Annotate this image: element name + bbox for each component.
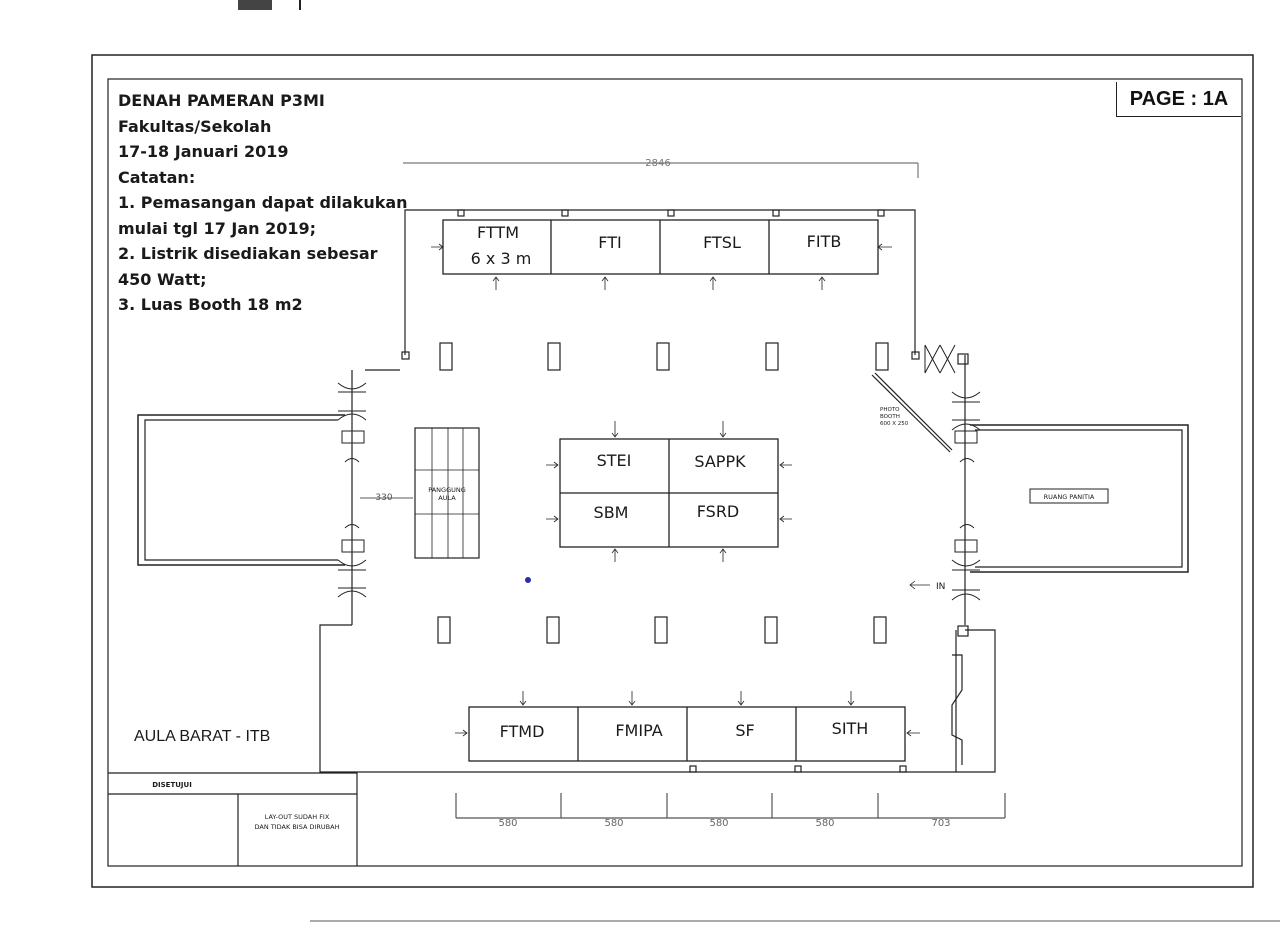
sheet-outer-border (91, 54, 1254, 888)
venue-label: AULA BARAT - ITB (134, 728, 271, 745)
bottom-dimension-line (455, 793, 1006, 819)
booth-label-sf: SF (735, 721, 754, 740)
left-side-room (137, 414, 345, 566)
hall-walls (319, 209, 996, 773)
photo-booth-label-line3: 600 X 250 (880, 421, 909, 427)
bottom-dimension-5: 703 (931, 818, 950, 829)
page-subtitle: Fakultas/Sekolah (118, 116, 272, 136)
bottom-dimension-1: 580 (498, 818, 517, 829)
ink-mark (525, 577, 531, 583)
committee-room-label: RUANG PANITIA (1044, 493, 1095, 501)
bottom-dimension-3: 580 (709, 818, 728, 829)
entrance-label: IN (936, 582, 945, 592)
approval-box (108, 772, 358, 866)
booth-label-fti: FTI (598, 233, 621, 252)
booth-bottom-row (468, 706, 906, 762)
note-line: mulai tgl 17 Jan 2019; (118, 218, 317, 238)
photo-booth-label-line2: BOOTH (880, 414, 900, 420)
note-line: 3. Luas Booth 18 m2 (118, 295, 303, 314)
booth-label-ftsl: FTSL (703, 233, 741, 252)
booth-size-fttm: 6 x 3 m (471, 249, 532, 268)
page-label: PAGE : 1A (1116, 82, 1241, 117)
stage-dimension-value: 330 (375, 493, 392, 503)
approval-status-line1: LAY-OUT SUDAH FIX (265, 813, 330, 821)
top-dimension-line (403, 162, 919, 178)
bottom-dimension-4: 580 (815, 818, 834, 829)
photo-booth-label-line1: PHOTO (880, 407, 900, 413)
page-title: DENAH PAMERAN P3MI (118, 91, 325, 110)
booth-label-ftmd: FTMD (500, 722, 545, 741)
committee-room (970, 424, 1189, 573)
booth-center-block (559, 438, 779, 548)
access-arrows (431, 243, 930, 737)
stage-label-line2: AULA (438, 494, 456, 502)
pillars (437, 209, 907, 773)
stage-panggung-aula (360, 427, 480, 559)
booth-label-fitb: FITB (807, 232, 842, 251)
bottom-dimension-2: 580 (604, 818, 623, 829)
note-line: 1. Pemasangan dapat dilakukan (118, 193, 408, 212)
header-notes: DENAH PAMERAN P3MI Fakultas/Sekolah 17-1… (118, 88, 418, 318)
stage-label-line1: PANGGUNG (428, 486, 466, 494)
door-swings (337, 344, 981, 601)
booth-label-stei: STEI (597, 451, 632, 470)
booth-label-fsrd: FSRD (697, 502, 740, 521)
scan-edge-marks (238, 0, 1280, 922)
approval-label: DISETUJUI (152, 781, 192, 789)
booth-label-sbm: SBM (594, 503, 629, 522)
booth-label-sappk: SAPPK (694, 452, 746, 471)
event-date: 17-18 Januari 2019 (118, 142, 289, 161)
notes-heading: Catatan: (118, 167, 196, 187)
approval-status-line2: DAN TIDAK BISA DIRUBAH (255, 823, 340, 831)
booth-label-fttm: FTTM (477, 223, 519, 242)
note-line: 2. Listrik disediakan sebesar (118, 244, 378, 263)
top-dimension-value: 2846 (645, 158, 670, 169)
booth-label-fmipa: FMIPA (615, 721, 662, 740)
booth-label-sith: SITH (832, 719, 869, 738)
sheet-inner-border (107, 78, 1243, 867)
note-line: 450 Watt; (118, 269, 207, 289)
